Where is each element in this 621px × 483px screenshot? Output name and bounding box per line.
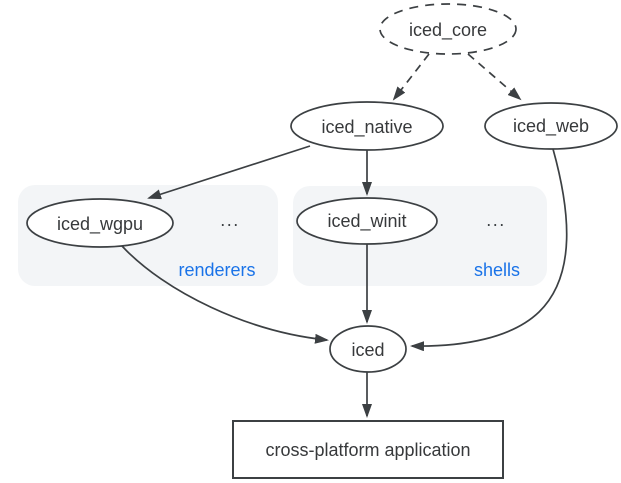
- node-iced-native-label: iced_native: [321, 117, 412, 138]
- edge-iced-core-to-iced-native: [392, 53, 430, 101]
- edge-iced-web-to-iced: [410, 148, 568, 352]
- node-application-label: cross-platform application: [265, 440, 470, 460]
- edge-iced-core-to-iced-web: [467, 53, 522, 101]
- node-iced-core-label: iced_core: [409, 20, 487, 41]
- edge-iced-wgpu-to-iced: [121, 245, 329, 344]
- node-iced-label: iced: [351, 340, 384, 360]
- group-renderers-ellipsis: ...: [220, 210, 240, 230]
- group-shells-label: shells: [474, 260, 520, 280]
- node-iced-winit-ellipse: [296, 197, 438, 245]
- group-renderers-label: renderers: [178, 260, 255, 280]
- node-iced-ellipse: [329, 325, 407, 373]
- node-iced-core-ellipse: [379, 3, 517, 55]
- node-iced-native-ellipse: [290, 101, 444, 151]
- node-iced-wgpu-label: iced_wgpu: [57, 214, 143, 235]
- edge-iced-native-to-iced-wgpu: [147, 145, 311, 200]
- node-application-rect: [232, 420, 504, 479]
- group-shells-ellipsis: ...: [486, 210, 506, 230]
- node-iced-web-label: iced_web: [513, 116, 589, 137]
- node-iced-winit-label: iced_winit: [327, 211, 406, 232]
- node-iced-web-ellipse: [484, 102, 618, 150]
- node-iced-wgpu-ellipse: [26, 198, 174, 248]
